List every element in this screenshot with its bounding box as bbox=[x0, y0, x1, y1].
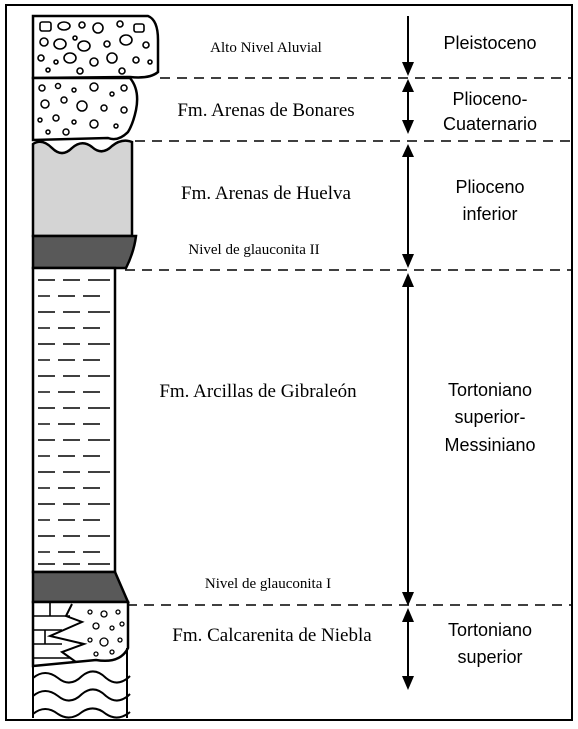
pebble bbox=[54, 82, 62, 90]
age-label-tortoniano-superior-line2: superior bbox=[457, 647, 522, 667]
pebble bbox=[142, 41, 150, 49]
unit-label-alto-nivel-aluvial: Alto Nivel Aluvial bbox=[210, 40, 322, 56]
pebble bbox=[60, 96, 68, 104]
pebble bbox=[119, 34, 133, 46]
unit-arenas-de-bonares bbox=[31, 76, 139, 142]
arrowhead-icon bbox=[402, 144, 414, 157]
arrowhead-icon bbox=[402, 62, 414, 76]
unit-calcarenita-de-niebla bbox=[31, 600, 130, 668]
pebble bbox=[100, 104, 108, 112]
age-label-tortoniano-superior-messiniano-line2: superior- bbox=[454, 407, 525, 427]
unit-glauconita-ii bbox=[31, 234, 138, 270]
unit-label-glauconita-ii: Nivel de glauconita II bbox=[188, 242, 319, 258]
pebble bbox=[71, 119, 77, 125]
pebble bbox=[39, 37, 49, 47]
unit-label-calcarenita-de-niebla: Fm. Calcarenita de Niebla bbox=[172, 625, 372, 646]
pebble bbox=[57, 21, 71, 31]
unit-arenas-de-huelva bbox=[31, 139, 134, 238]
pebble bbox=[37, 117, 43, 123]
unit-label-arcillas-de-gibraleon: Fm. Arcillas de Gibraleón bbox=[159, 381, 357, 402]
pebble bbox=[62, 128, 70, 136]
pebble bbox=[76, 100, 88, 112]
pebble bbox=[120, 84, 128, 92]
pebble bbox=[72, 35, 78, 41]
pebble bbox=[37, 54, 45, 62]
pebble bbox=[76, 67, 84, 75]
pebble bbox=[92, 22, 104, 34]
pebble bbox=[39, 21, 52, 32]
figure-frame bbox=[5, 4, 573, 721]
pebble bbox=[78, 21, 86, 29]
gravel-pattern bbox=[37, 82, 128, 136]
pebble bbox=[133, 23, 145, 33]
age-label-plioceno-inferior-line1: Plioceno bbox=[455, 177, 524, 197]
clay-dash-pattern bbox=[38, 279, 110, 565]
pebble bbox=[45, 129, 51, 135]
pebble bbox=[45, 67, 51, 73]
pebble bbox=[53, 59, 59, 65]
pebble bbox=[113, 123, 119, 129]
pebble bbox=[89, 82, 99, 92]
pebble bbox=[63, 52, 77, 64]
pebble bbox=[53, 38, 67, 50]
arrowhead-icon bbox=[402, 120, 414, 134]
pebble bbox=[103, 40, 111, 48]
basement-wavy bbox=[32, 648, 131, 719]
age-label-plioceno-cuaternario-line2: Cuaternario bbox=[443, 114, 537, 134]
pebble bbox=[77, 40, 91, 52]
arrowhead-icon bbox=[402, 592, 414, 606]
pebble bbox=[106, 52, 118, 64]
arrowhead-icon bbox=[402, 676, 414, 690]
arrowhead-icon bbox=[402, 254, 414, 268]
age-arrows bbox=[402, 16, 414, 690]
unit-label-arenas-de-huelva: Fm. Arenas de Huelva bbox=[181, 183, 351, 204]
unit-arcillas-de-gibraleon bbox=[31, 266, 117, 574]
gravel-pattern bbox=[37, 20, 153, 75]
pebble bbox=[120, 106, 128, 114]
pebble bbox=[118, 67, 126, 75]
age-label-plioceno-inferior-line2: inferior bbox=[462, 204, 517, 224]
age-label-pleistoceno: Pleistoceno bbox=[443, 33, 536, 53]
unit-label-arenas-de-bonares: Fm. Arenas de Bonares bbox=[177, 100, 354, 121]
pebble bbox=[89, 119, 99, 129]
pebble bbox=[71, 87, 77, 93]
pebble bbox=[38, 84, 46, 92]
boundary-lines bbox=[125, 77, 572, 606]
age-label-tortoniano-superior-line1: Tortoniano bbox=[448, 620, 532, 640]
age-label-tortoniano-superior-messiniano-line3: Messiniano bbox=[444, 435, 535, 455]
pebble bbox=[116, 20, 124, 28]
unit-alto-nivel-aluvial bbox=[31, 14, 160, 80]
zigzag-contact bbox=[46, 603, 88, 663]
age-label-tortoniano-superior-messiniano-line1: Tortoniano bbox=[448, 380, 532, 400]
pebble bbox=[89, 57, 99, 67]
unit-calcarenita-de-niebla-fill bbox=[31, 600, 130, 668]
unit-glauconita-i bbox=[31, 570, 130, 604]
arrowhead-icon bbox=[402, 608, 414, 622]
pebble bbox=[132, 56, 140, 64]
pebble bbox=[52, 114, 60, 122]
limestone-brick-pattern bbox=[33, 602, 70, 659]
age-label-plioceno-cuaternario-line1: Plioceno- bbox=[452, 89, 527, 109]
unit-alto-nivel-aluvial-fill bbox=[31, 14, 160, 80]
pebble bbox=[40, 99, 50, 109]
arrowhead-icon bbox=[402, 79, 414, 92]
gravel-pattern bbox=[87, 609, 125, 657]
arrowhead-icon bbox=[402, 273, 414, 287]
pebble bbox=[109, 91, 115, 97]
pebble bbox=[147, 59, 153, 65]
unit-label-glauconita-i: Nivel de glauconita I bbox=[205, 576, 331, 592]
